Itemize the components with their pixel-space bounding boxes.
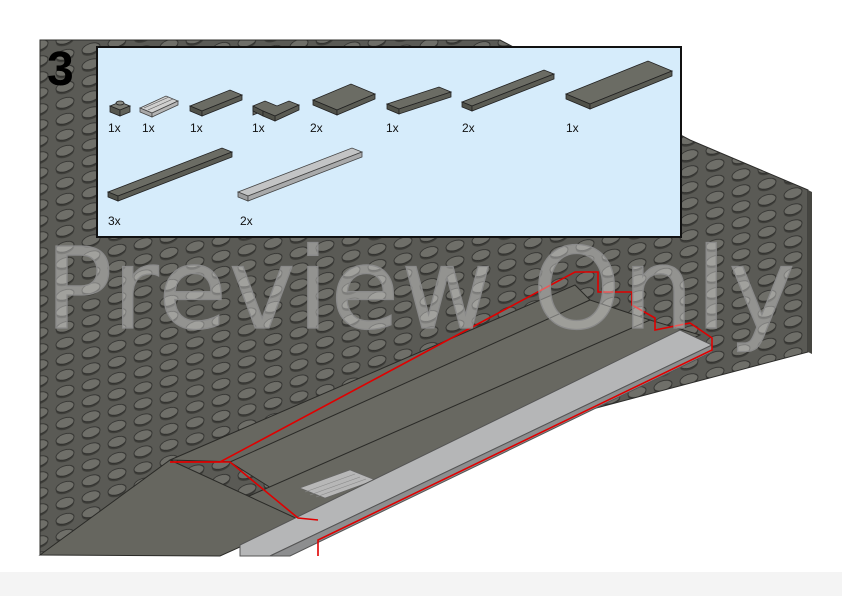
qty-label: 1x xyxy=(108,121,121,135)
parts-callout: 1x 1x 1x 1x 2x xyxy=(96,46,682,238)
qty-label: 2x xyxy=(462,121,475,135)
plate-1x1-part xyxy=(108,100,132,117)
qty-label: 1x xyxy=(190,121,203,135)
step-number: 3 xyxy=(47,43,74,96)
qty-label: 1x xyxy=(142,121,155,135)
grille-tile-part xyxy=(139,95,179,118)
plate-1x4-b-part xyxy=(385,86,453,115)
new-part-outline-lower xyxy=(170,461,319,521)
plate-1x10-part xyxy=(460,69,556,112)
light-tiles xyxy=(239,329,714,557)
qty-label: 1x xyxy=(386,121,399,135)
footer-strip xyxy=(0,572,842,596)
plate-2x10-part xyxy=(564,60,674,110)
qty-label: 2x xyxy=(240,214,253,228)
corner-plate-part xyxy=(252,100,301,122)
tile-1x16-light-part xyxy=(236,147,364,202)
new-plates xyxy=(38,284,702,557)
qty-label: 2x xyxy=(310,121,323,135)
plate-2x4-part xyxy=(311,83,377,116)
light-tile-side xyxy=(269,344,713,557)
plate-1x16-part xyxy=(106,147,234,202)
baseplate-edge xyxy=(808,190,812,354)
qty-label: 1x xyxy=(566,121,579,135)
plate-1x4-part xyxy=(188,89,244,117)
qty-label: 3x xyxy=(108,214,121,228)
qty-label: 1x xyxy=(252,121,265,135)
new-part-outline xyxy=(170,271,713,556)
